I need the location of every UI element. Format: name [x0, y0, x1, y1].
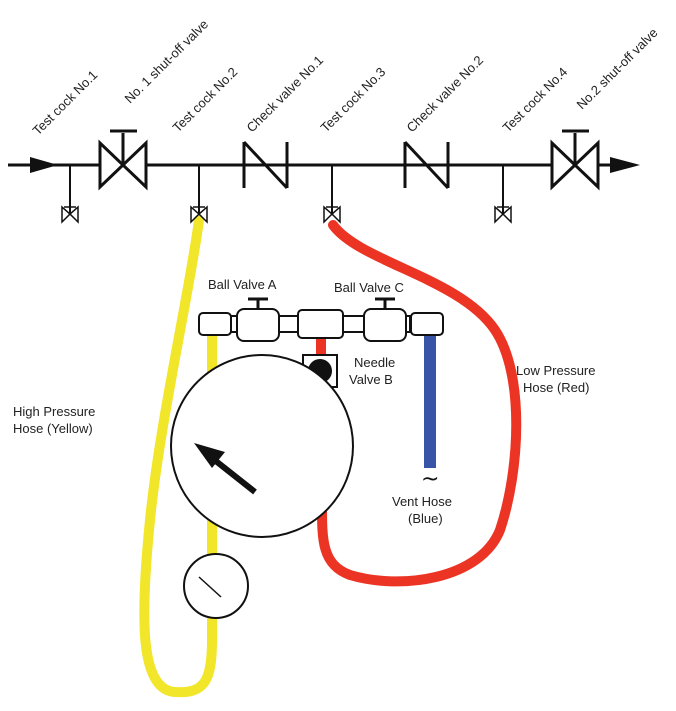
label-check-valve-2: Check valve No.2 — [404, 52, 487, 135]
test-cock-2[interactable] — [190, 165, 208, 224]
label-test-cock-1: Test cock No.1 — [30, 67, 101, 138]
vent-hose — [424, 333, 436, 468]
label-shutoff-valve-2: No.2 shut-off valve — [574, 25, 661, 112]
label-high-pressure-line1: High Pressure — [13, 404, 95, 419]
label-high-pressure-line2: Hose (Yellow) — [13, 421, 93, 436]
label-test-cock-2: Test cock No.2 — [170, 64, 241, 135]
label-ball-valve-c: Ball Valve C — [334, 280, 404, 295]
test-cock-1[interactable] — [61, 165, 79, 224]
label-ball-valve-a: Ball Valve A — [208, 277, 277, 292]
label-vent-hose-line1: Vent Hose — [392, 494, 452, 509]
label-test-cock-4: Test cock No.4 — [500, 64, 571, 135]
label-check-valve-1: Check valve No.1 — [244, 52, 327, 135]
differential-pressure-gauge — [170, 354, 354, 538]
label-low-pressure-line2: Hose (Red) — [523, 380, 589, 395]
test-cock-3[interactable] — [323, 165, 341, 224]
check-valve-1 — [242, 140, 289, 190]
vent-hose-end-icon: ~ — [421, 467, 439, 492]
label-low-pressure-line1: Low Pressure — [516, 363, 595, 378]
label-shutoff-valve-1: No. 1 shut-off valve — [122, 16, 212, 106]
label-test-cock-3: Test cock No.3 — [318, 64, 389, 135]
flow-in-arrow-icon — [30, 157, 58, 173]
test-cock-4[interactable] — [494, 165, 512, 224]
label-vent-hose-line2: (Blue) — [408, 511, 443, 526]
small-gauge — [183, 553, 249, 619]
high-pressure-hose — [139, 215, 217, 698]
low-pressure-hose — [317, 220, 522, 587]
label-needle-valve-line2: Valve B — [349, 372, 393, 387]
gauge-needle — [210, 455, 257, 495]
ball-valve-a[interactable] — [236, 297, 280, 342]
shutoff-valve-2[interactable] — [550, 129, 600, 191]
gauge-needle-arrow-icon — [194, 443, 225, 468]
check-valve-2 — [403, 140, 450, 190]
flow-out-arrow-icon — [610, 157, 640, 173]
test-kit-manifold — [198, 297, 444, 342]
shutoff-valve-1[interactable] — [98, 129, 148, 191]
ball-valve-c[interactable] — [363, 297, 407, 342]
label-needle-valve-line1: Needle — [354, 355, 395, 370]
